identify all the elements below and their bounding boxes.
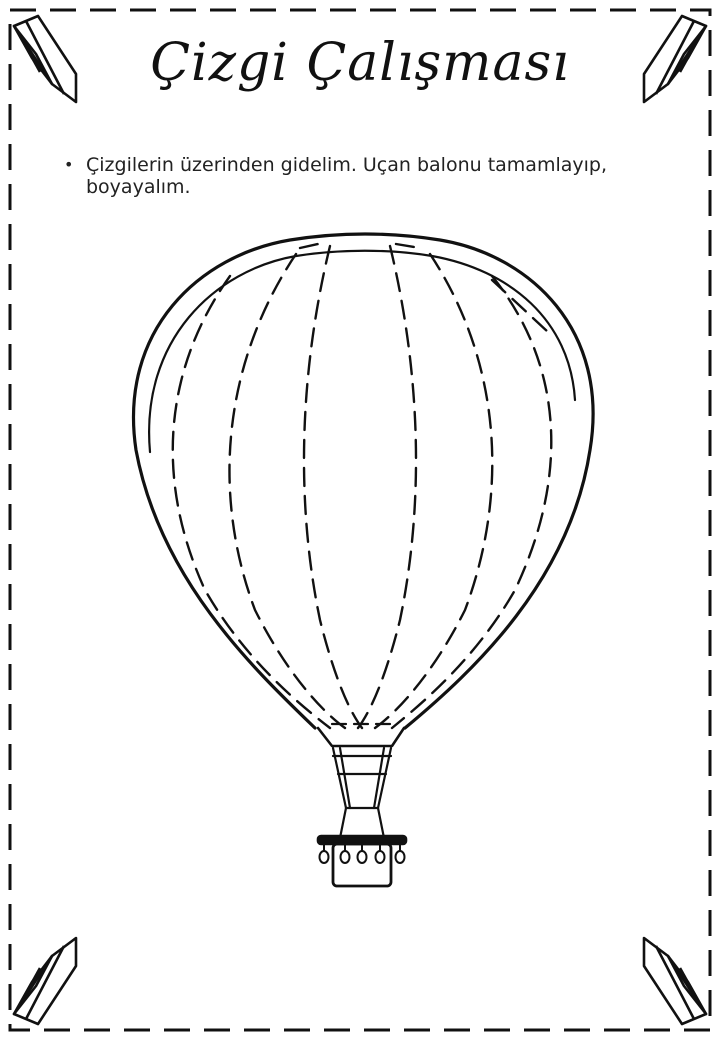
- balloon-mouth: [316, 726, 406, 748]
- pencil-icon: [642, 14, 708, 104]
- instruction-item: • Çizgilerin üzerinden gidelim. Uçan bal…: [64, 154, 674, 198]
- balloon-envelope-outline: [131, 232, 595, 730]
- dashed-gore-lines: [171, 242, 553, 730]
- pencil-icon: [12, 936, 78, 1026]
- balloon-envelope-rim: [148, 249, 577, 454]
- sandbags: [318, 843, 406, 864]
- balloon-ropes: [331, 746, 393, 840]
- pencil-icon: [12, 14, 78, 104]
- bullet-marker: •: [64, 155, 74, 174]
- instruction-text: Çizgilerin üzerinden gidelim. Uçan balon…: [86, 154, 608, 198]
- page-title: Çizgi Çalışması: [150, 33, 570, 93]
- pencil-icon: [642, 936, 708, 1026]
